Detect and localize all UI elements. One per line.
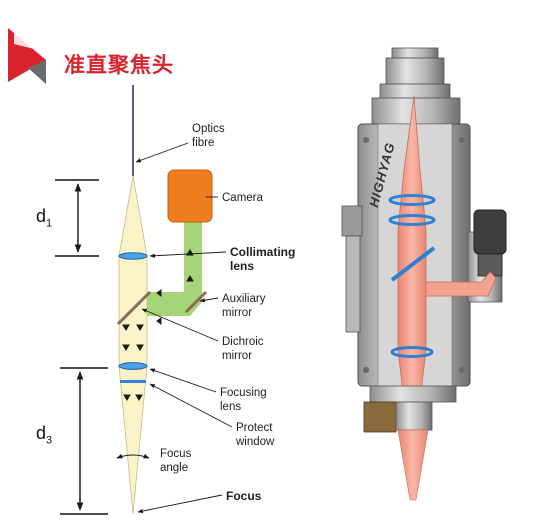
d1-subscript: 1 [46,217,53,230]
d1-base: d [36,206,47,226]
collimating-lens-shape [118,252,148,260]
beam-diverging-cone [118,175,148,257]
focus-angle-arc [116,453,150,459]
dimension-d3-label: d3 [36,423,52,447]
label-protect-window: Protect window [236,422,275,448]
leader-dichroic-mirror [141,308,219,342]
dichroic-mirror-shape [116,290,152,326]
d3-base: d [36,423,47,443]
leader-collimating-lens [149,251,227,258]
laser-head-cutaway-illustration [341,47,507,501]
leader-focus [137,494,223,514]
brand-logo-icon [8,28,46,84]
camera-box-icon [167,169,213,223]
beam-direction-arrows [122,249,194,401]
leader-lines [135,142,233,514]
page-title: 准直聚焦头 [64,53,174,77]
label-camera: Camera [222,192,263,204]
leader-focusing-lens [149,368,217,393]
dimension-d1-label: d1 [36,206,52,230]
label-focus-angle: Focus angle [160,448,192,474]
label-focusing-lens: Focusing lens [220,387,267,413]
leader-auxiliary-mirror [199,297,219,303]
label-dichroic-mirror: Dichroic mirror [222,336,264,362]
label-collimating-lens: Collimating lens [230,245,296,273]
camera-path-vertical [184,222,202,302]
label-optics-fibre: Optics fibre [192,123,225,149]
d3-subscript: 3 [46,434,53,447]
beam-converging-cone [118,365,148,515]
label-focus: Focus [226,489,262,503]
leader-protect-window [149,383,233,428]
protect-window-shape [120,380,146,383]
leader-optics-fibre [135,142,189,163]
label-auxiliary-mirror: Auxiliary mirror [222,293,266,319]
focusing-lens-shape [118,362,148,370]
auxiliary-mirror-shape [184,290,208,314]
